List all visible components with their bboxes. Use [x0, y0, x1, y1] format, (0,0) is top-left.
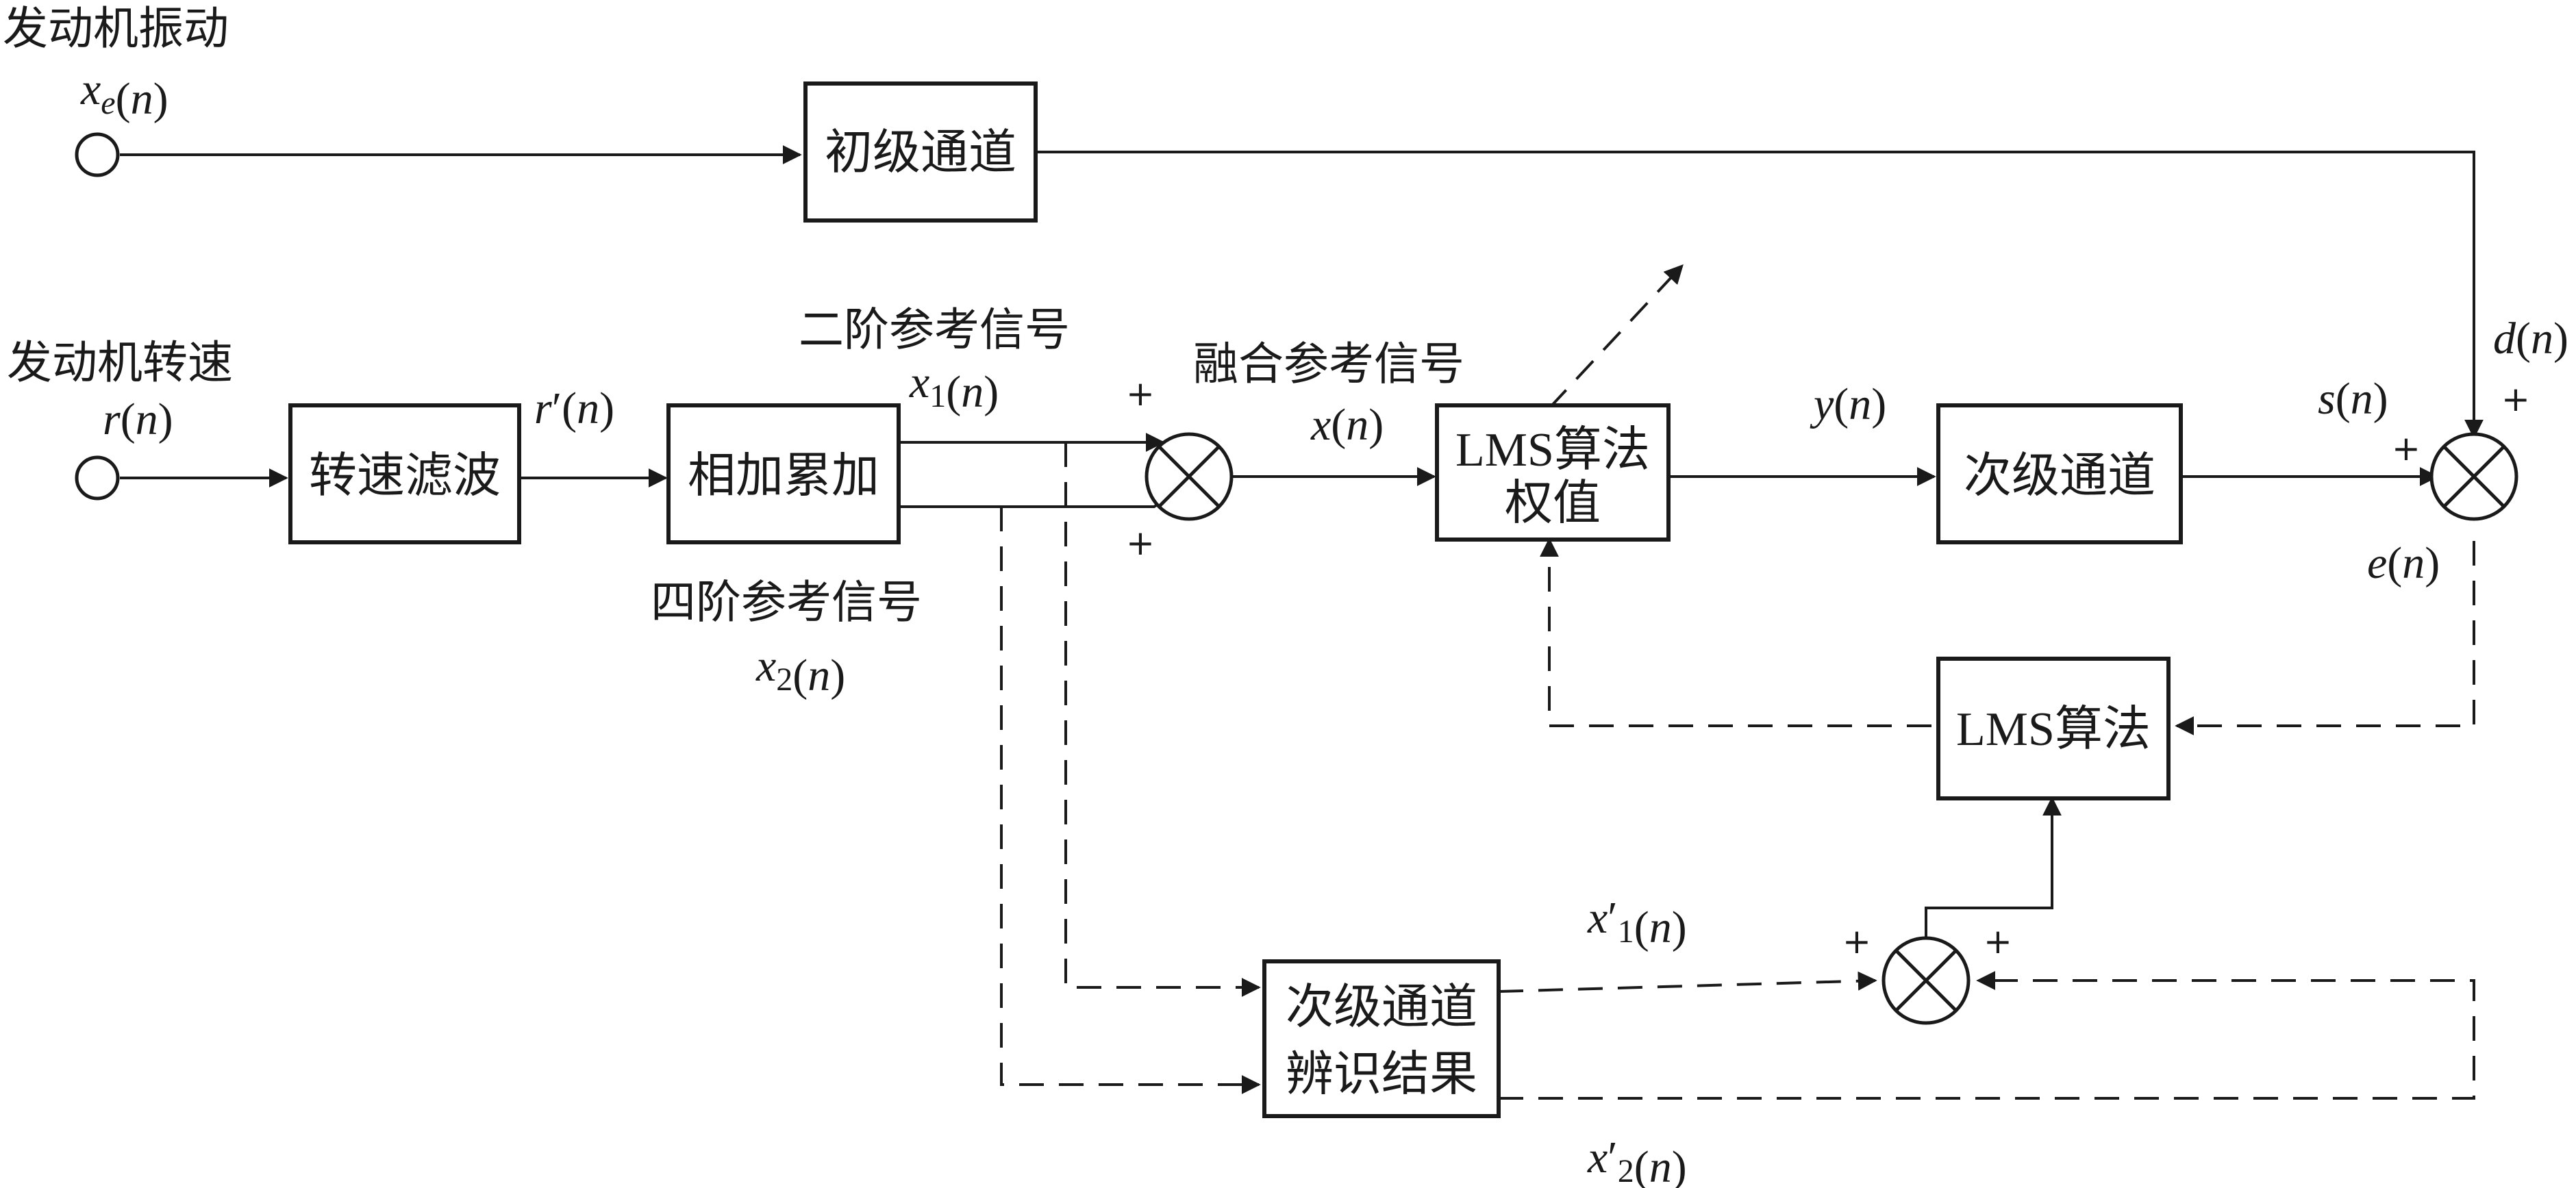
secondary-id-block [1262, 959, 1501, 1118]
signal-d: d(n) [2493, 314, 2568, 364]
plus-sign-filtered-left: + [1842, 922, 1871, 961]
secondary-id-label-line2: 辨识结果 [1286, 1046, 1477, 1102]
lms-algorithm-block [1936, 657, 2171, 800]
sum-junction-reference [1145, 432, 1234, 521]
plus-sign-filtered-right: + [1984, 922, 2012, 961]
second-order-ref-label: 二阶参考信号 [799, 303, 1070, 356]
primary-path-label: 初级通道 [825, 124, 1016, 180]
signal-x: x(n) [1310, 400, 1384, 450]
signal-x2-prime: x′2(n) [1587, 1133, 1687, 1188]
secondary-path-block [1936, 403, 2183, 544]
signal-r: r(n) [103, 394, 173, 444]
line-error-to-lms [2175, 541, 2475, 735]
speed-filter-block [288, 403, 521, 544]
signal-x2: x2(n) [755, 641, 845, 700]
plus-sign-error-top: + [2501, 379, 2530, 419]
secondary-path-label: 次级通道 [1964, 447, 2155, 503]
line-x2-to-sum-left [899, 493, 1175, 512]
plus-sign-reference-top: + [1126, 374, 1155, 414]
line-x2prime-to-sum-bottom [1499, 971, 2475, 1100]
line-sum-bottom-to-lms [1925, 796, 2062, 941]
line-x1prime-to-sum-bottom [1498, 971, 1877, 993]
signal-r-prime: r′(n) [534, 383, 614, 433]
sum-junction-error [2429, 432, 2518, 521]
line-lms-to-weights [1540, 538, 1931, 727]
plus-sign-reference-bottom: + [1126, 523, 1155, 563]
secondary-id-label-line1: 次级通道 [1286, 978, 1477, 1035]
speed-input-terminal [75, 455, 120, 501]
line-primary-to-sum-right [1036, 151, 2484, 439]
vibration-input-terminal [75, 132, 120, 177]
signal-x1-prime: x′1(n) [1587, 893, 1687, 952]
fused-ref-label: 融合参考信号 [1193, 338, 1464, 390]
sum-junction-filtered [1881, 936, 1971, 1025]
signal-x1: x1(n) [909, 357, 999, 417]
signal-e: e(n) [2367, 538, 2440, 588]
signal-s: s(n) [2318, 374, 2388, 424]
signal-y: y(n) [1810, 379, 1886, 429]
lms-weights-block [1435, 403, 1671, 542]
plus-sign-error-left: + [2392, 429, 2421, 468]
lms-weights-label-line2: 权值 [1505, 475, 1601, 531]
accumulate-label: 相加累加 [688, 447, 879, 503]
line-x1-to-secondary-id [1064, 442, 1261, 997]
lms-weights-label-line1: LMS算法 [1455, 424, 1650, 477]
engine-vibration-label: 发动机振动 [3, 2, 229, 55]
signal-xe: xe(n) [80, 64, 168, 124]
fourth-order-ref-label: 四阶参考信号 [651, 576, 922, 629]
lms-algorithm-label: LMS算法 [1956, 703, 2151, 756]
speed-filter-label: 转速滤波 [309, 447, 501, 503]
engine-speed-label: 发动机转速 [7, 336, 233, 389]
line-x2-to-secondary-id [1000, 507, 1261, 1094]
accumulate-block [666, 403, 901, 544]
primary-path-block [803, 81, 1038, 223]
weight-adjust-arrow [1548, 264, 1684, 409]
